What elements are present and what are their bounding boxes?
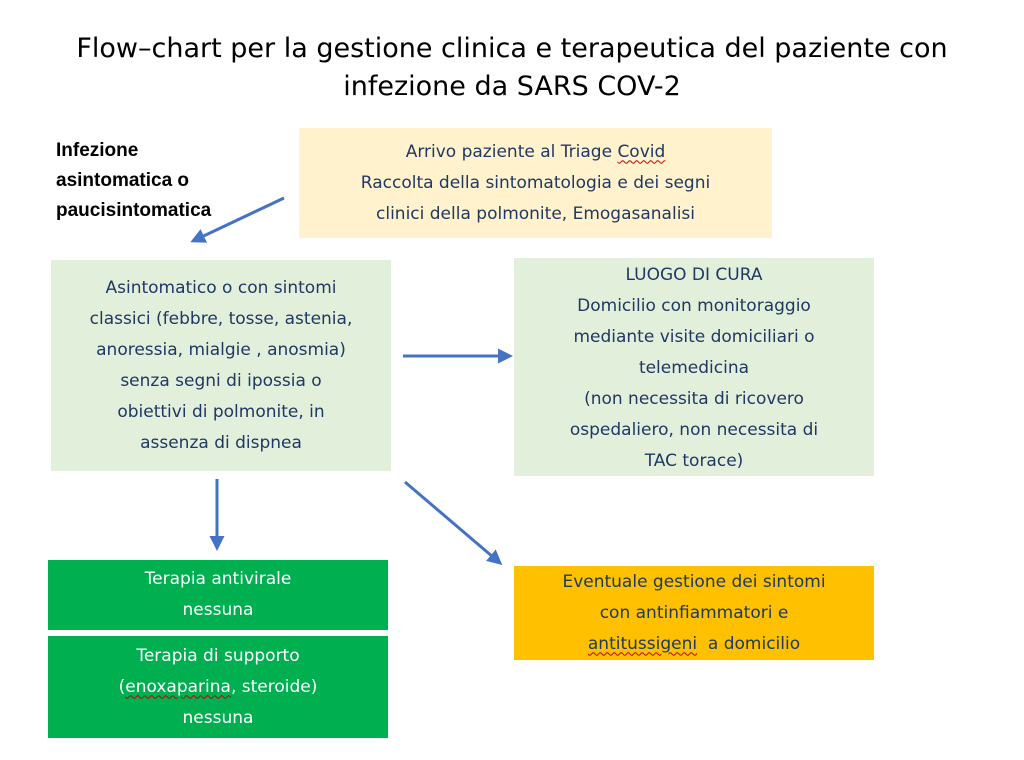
asymptomatic-line: classici (febbre, tosse, astenia, bbox=[89, 308, 353, 329]
support-therapy-line-1: Terapia di supporto bbox=[136, 645, 300, 666]
symptom-management-line-3-rest: a domicilio bbox=[697, 633, 801, 654]
place-of-care-line: mediante visite domiciliari o bbox=[573, 327, 815, 347]
asymptomatic-line: assenza di dispnea bbox=[140, 432, 302, 453]
asymptomatic-line: Asintomatico o con sintomi bbox=[105, 277, 337, 298]
triage-line-1-text: Arrivo paziente al Triage bbox=[405, 141, 618, 162]
place-of-care-line: (non necessita di ricovero bbox=[584, 389, 804, 409]
page-title: Flow–chart per la gestione clinica e ter… bbox=[0, 30, 1024, 106]
title-line-2: infezione da SARS COV-2 bbox=[343, 71, 681, 102]
triage-line-3: clinici della polmonite, Emogasanalisi bbox=[376, 203, 695, 224]
symptom-management-box: Eventuale gestione dei sintomi con antin… bbox=[514, 566, 874, 660]
triage-line-1: Arrivo paziente al Triage Covid bbox=[406, 137, 666, 168]
arrow-asymptomatic-to-symptom-management bbox=[404, 480, 503, 565]
support-therapy-enoxaparina-word: enoxaparina bbox=[125, 676, 231, 697]
triage-box: Arrivo paziente al Triage Covid Raccolta… bbox=[299, 128, 772, 238]
symptom-management-line-1: Eventuale gestione dei sintomi bbox=[562, 571, 826, 592]
title-line-1: Flow–chart per la gestione clinica e ter… bbox=[76, 33, 948, 64]
infection-type-label-line: asintomatica o bbox=[56, 170, 190, 191]
asymptomatic-line: senza segni di ipossia o bbox=[120, 370, 322, 391]
support-therapy-line-2-rest: , steroide) bbox=[230, 676, 318, 697]
symptom-management-line-3: antitussigeni a domicilio bbox=[588, 629, 800, 660]
triage-line-2: Raccolta della sintomatologia e dei segn… bbox=[360, 172, 711, 193]
place-of-care-line: telemedicina bbox=[638, 358, 750, 378]
triage-covid-word: Covid bbox=[617, 141, 666, 162]
antiviral-therapy-line-1: Terapia antivirale bbox=[144, 569, 292, 589]
symptom-management-antitussigeni-word: antitussigeni bbox=[587, 633, 698, 654]
asymptomatic-criteria-box: Asintomatico o con sintomi classici (feb… bbox=[51, 260, 391, 471]
infection-type-label-line: paucisintomatica bbox=[56, 200, 212, 221]
infection-type-label: Infezione asintomatica o paucisintomatic… bbox=[56, 136, 256, 226]
place-of-care-heading: LUOGO DI CURA bbox=[625, 265, 763, 285]
place-of-care-line: TAC torace) bbox=[644, 451, 744, 471]
support-therapy-line-3: nessuna bbox=[182, 707, 254, 728]
antiviral-therapy-line-2: nessuna bbox=[182, 600, 254, 620]
asymptomatic-line: anoressia, mialgie , anosmia) bbox=[96, 339, 346, 360]
symptom-management-line-2: con antinfiammatori e bbox=[599, 602, 789, 623]
asymptomatic-line: obiettivi di polmonite, in bbox=[117, 401, 325, 422]
support-therapy-line-2: (enoxaparina, steroide) bbox=[119, 672, 318, 703]
arrow-triage-to-asymptomatic bbox=[190, 196, 285, 243]
infection-type-label-line: Infezione bbox=[56, 140, 139, 161]
place-of-care-box: LUOGO DI CURA Domicilio con monitoraggio… bbox=[514, 258, 874, 476]
place-of-care-line: Domicilio con monitoraggio bbox=[577, 296, 811, 316]
support-therapy-open-paren: ( bbox=[118, 676, 126, 697]
antiviral-therapy-box: Terapia antivirale nessuna bbox=[48, 560, 388, 630]
place-of-care-line: ospedaliero, non necessita di bbox=[569, 420, 819, 440]
support-therapy-box: Terapia di supporto (enoxaparina, steroi… bbox=[48, 636, 388, 738]
